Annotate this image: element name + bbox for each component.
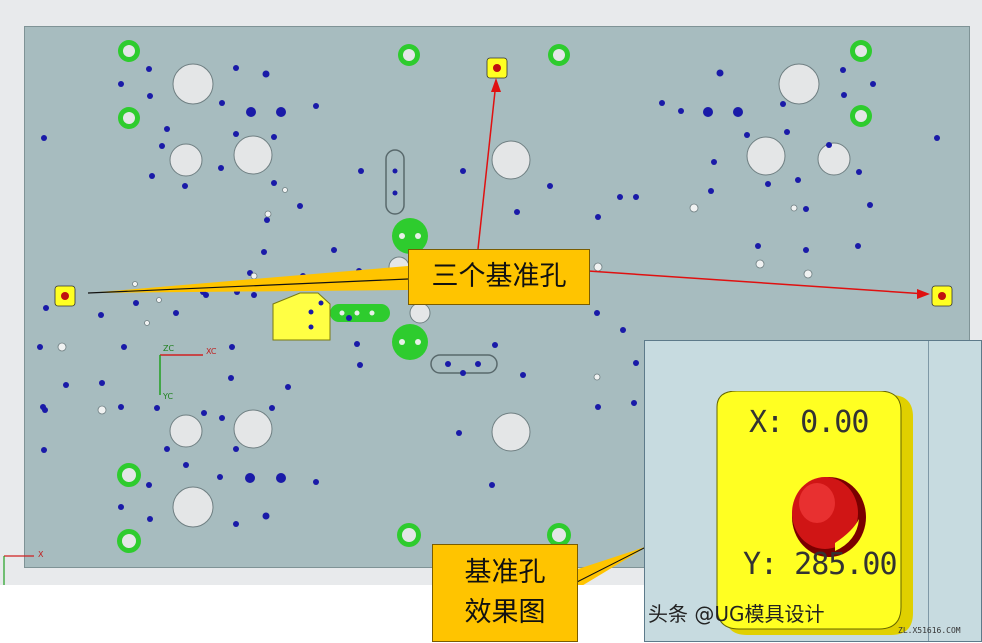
- slot: [385, 149, 405, 215]
- green-boss: [392, 324, 428, 360]
- effect-callout: 基准孔 效果图: [432, 544, 578, 642]
- zoom-y-readout: Y: 285.00: [743, 547, 898, 582]
- callout-main-text: 三个基准孔: [431, 261, 567, 292]
- wcs-zc-label: ZC: [163, 344, 175, 353]
- zoom-panel-divider: [928, 341, 929, 641]
- effect-callout-line2: 效果图: [464, 597, 546, 628]
- wcs-triad: [159, 354, 203, 395]
- green-features: [330, 218, 428, 360]
- zoom-x-readout: X: 0.00: [749, 405, 869, 440]
- large-hole: [169, 143, 203, 177]
- green-ring: [397, 523, 421, 547]
- green-slot: [330, 304, 390, 322]
- callout-leader-wedge: [88, 266, 408, 293]
- datum-marker-right: [931, 285, 953, 307]
- datum-holes-callout: 三个基准孔: [408, 249, 590, 305]
- plate-drawing: [3, 40, 953, 585]
- watermark-text: 头条 @UG模具设计: [648, 602, 825, 626]
- green-ring: [398, 44, 420, 66]
- large-hole: [491, 412, 531, 452]
- abs-x-label: X: [38, 550, 44, 559]
- callout-leaders: [87, 78, 930, 585]
- green-ring: [850, 40, 872, 62]
- green-ring: [117, 529, 141, 553]
- large-holes: [169, 63, 851, 528]
- large-hole: [233, 409, 273, 449]
- green-ring: [850, 105, 872, 127]
- datum-marker-top: [486, 57, 508, 79]
- wcs-xc-label: XC: [206, 347, 217, 356]
- green-ring: [118, 40, 140, 62]
- large-hole: [409, 302, 431, 324]
- large-hole: [778, 63, 820, 105]
- datum-block-render: [716, 391, 913, 635]
- small-white-holes: [57, 187, 813, 415]
- green-ring: [547, 523, 571, 547]
- blue-holes: [37, 65, 940, 527]
- datum-hole-zoom-view: X: 0.00 Y: 285.00: [644, 340, 982, 642]
- datum-marker-left: [54, 285, 76, 307]
- effect-callout-line1: 基准孔: [464, 557, 546, 588]
- green-rings: [117, 40, 872, 553]
- large-hole: [817, 142, 851, 176]
- yellow-insert: [272, 292, 331, 341]
- absolute-triad: [3, 555, 34, 585]
- green-ring: [118, 107, 140, 129]
- large-hole: [172, 486, 214, 528]
- large-hole: [233, 135, 273, 175]
- large-hole: [172, 63, 214, 105]
- arrow-to-top-datum: [477, 81, 497, 250]
- large-hole: [169, 414, 203, 448]
- arrow-to-right-datum: [587, 270, 927, 295]
- large-hole: [746, 136, 786, 176]
- green-ring: [548, 44, 570, 66]
- callout-leader-black: [87, 278, 409, 294]
- green-ring: [117, 463, 141, 487]
- green-boss: [392, 218, 428, 254]
- green-feature-holes: [339, 233, 421, 345]
- watermark-site: ZL.X51616.COM: [898, 626, 961, 635]
- wcs-yc-label: YC: [163, 392, 174, 401]
- large-hole: [491, 140, 531, 180]
